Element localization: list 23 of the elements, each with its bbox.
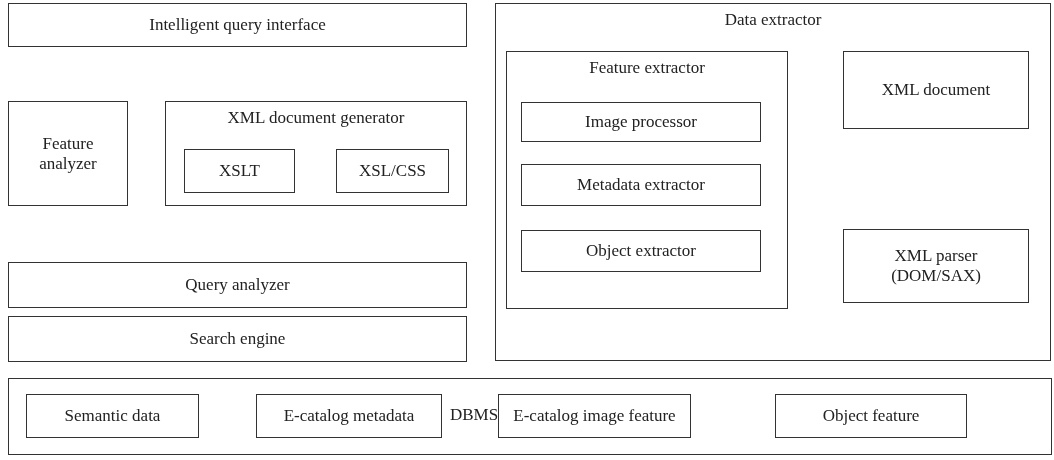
component-box: E-catalog metadata [256,394,442,438]
component-box: Object feature [775,394,967,438]
group-title: Data extractor [724,10,822,30]
group-box [506,51,788,309]
group-title: DBMS [450,405,499,425]
group-box [165,101,467,206]
component-box: XSLT [184,149,295,193]
group-box [8,378,1052,455]
component-box: Semantic data [26,394,199,438]
group-title: Feature extractor [589,58,705,78]
component-box: Metadata extractor [521,164,761,206]
component-box: E-catalog image feature [498,394,691,438]
component-box: XML document [843,51,1029,129]
component-box: Object extractor [521,230,761,272]
component-box: Search engine [8,316,467,362]
component-box: XML parser (DOM/SAX) [843,229,1029,303]
group-title: XML document generator [227,108,405,128]
component-box: Image processor [521,102,761,142]
component-box: XSL/CSS [336,149,449,193]
component-box: Query analyzer [8,262,467,308]
component-box: Feature analyzer [8,101,128,206]
component-box: Intelligent query interface [8,3,467,47]
group-box [495,3,1051,361]
